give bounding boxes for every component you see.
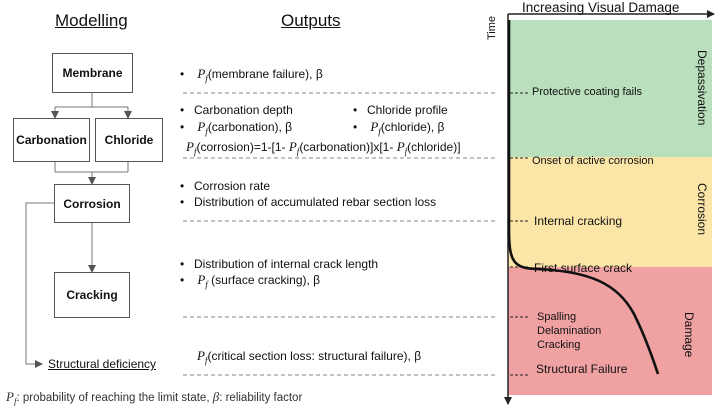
stage-damage-label: Damage bbox=[682, 312, 696, 358]
event-first-surface-crack: First surface crack bbox=[534, 261, 633, 275]
output-chloride-profile: Chloride profile bbox=[353, 103, 448, 117]
corrosion-box: Corrosion bbox=[54, 184, 130, 223]
carbonation-box: Carbonation bbox=[13, 118, 90, 162]
event-spalling: Spalling bbox=[537, 311, 577, 323]
time-axis-label: Time bbox=[486, 15, 498, 40]
stage-depassivation-label: Depassivation bbox=[695, 50, 709, 126]
arrow-to-structural bbox=[25, 202, 54, 368]
event-active-corrosion: Onset of active corrosion bbox=[532, 155, 654, 167]
output-carbonation-depth: Carbonation depth bbox=[180, 103, 293, 117]
footnote: Pf: probability of reaching the limit st… bbox=[6, 389, 303, 406]
output-membrane: Pf(membrane failure), β bbox=[180, 66, 322, 83]
outputs-header: Outputs bbox=[281, 11, 341, 30]
corrosion-band bbox=[508, 157, 712, 267]
structural-deficiency-label: Structural deficiency bbox=[48, 357, 157, 371]
output-rebar-loss: Distribution of accumulated rebar sectio… bbox=[180, 195, 436, 209]
event-coating-fails: Protective coating fails bbox=[532, 86, 643, 98]
output-corrosion-rate: Corrosion rate bbox=[180, 179, 270, 193]
event-internal-cracking: Internal cracking bbox=[534, 214, 623, 228]
output-crack-length: Distribution of internal crack length bbox=[180, 257, 378, 271]
damage-curve bbox=[507, 20, 660, 375]
output-pf-carbonation: Pf(carbonation), β bbox=[180, 119, 292, 136]
output-pf-surface: Pf (surface cracking), β bbox=[180, 272, 320, 289]
output-pf-structural: Pf(critical section loss: structural fai… bbox=[197, 348, 422, 366]
modelling-header: Modelling bbox=[55, 11, 128, 30]
event-delamination: Delamination bbox=[537, 325, 602, 337]
chloride-box: Chloride bbox=[95, 118, 163, 162]
event-structural-failure: Structural Failure bbox=[536, 362, 628, 376]
depassivation-band bbox=[508, 20, 712, 157]
stage-corrosion-label: Corrosion bbox=[695, 183, 709, 236]
event-cracking: Cracking bbox=[537, 339, 581, 351]
output-corrosion-equation: Pf(corrosion)=1-[1- Pf(carbonation)]x[1-… bbox=[186, 139, 461, 157]
membrane-box: Membrane bbox=[52, 53, 133, 93]
damage-axis-label: Increasing Visual Damage bbox=[522, 0, 680, 15]
output-pf-chloride: Pf(chloride), β bbox=[353, 119, 444, 136]
cracking-box: Cracking bbox=[54, 272, 130, 318]
